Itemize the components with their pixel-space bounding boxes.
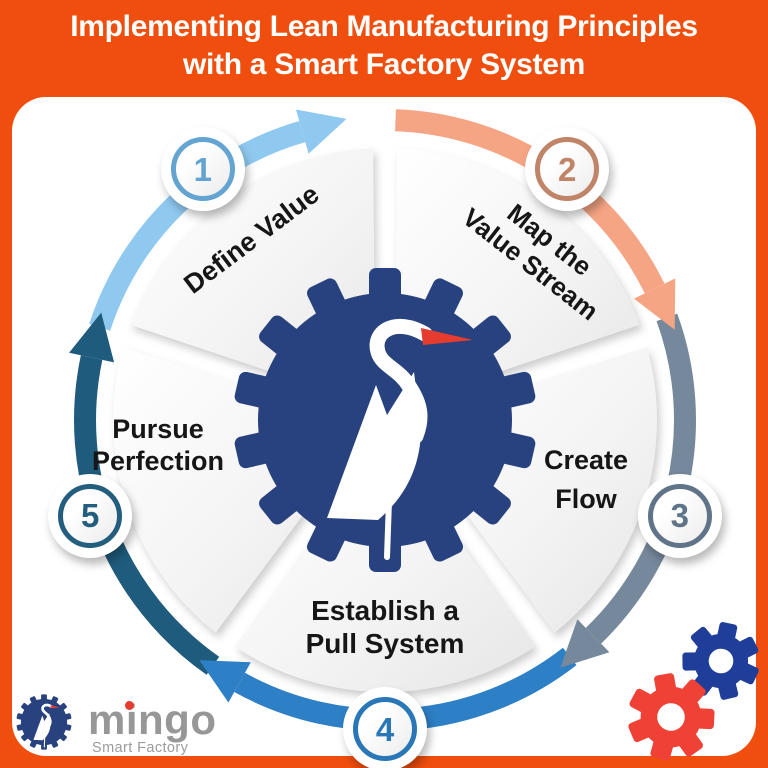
decor-gear-blue-icon bbox=[674, 615, 768, 708]
step-5-badge: 5 bbox=[48, 473, 133, 558]
step-1-badge: 1 bbox=[160, 127, 245, 212]
infographic-title: Implementing Lean Manufacturing Principl… bbox=[0, 8, 768, 84]
step-3-badge: 3 bbox=[637, 473, 722, 558]
step-3-label: Create Flow bbox=[543, 444, 629, 514]
mingo-gear-icon bbox=[16, 694, 72, 750]
decor-gear-red-icon bbox=[619, 666, 723, 768]
flow-arrowhead-step-3 bbox=[560, 619, 610, 668]
step-1-number: 1 bbox=[193, 150, 212, 188]
step-5-label: Pursue Perfection bbox=[91, 414, 225, 476]
step-4-number: 4 bbox=[375, 710, 395, 748]
step-3-ring: 3 bbox=[647, 483, 712, 548]
flow-arc-step-1 bbox=[89, 121, 306, 331]
step-5-number: 5 bbox=[81, 497, 100, 535]
step-4-ring: 4 bbox=[353, 697, 417, 761]
mingo-logo: mingo Smart Factory bbox=[88, 696, 217, 757]
mingo-wordmark: mingo bbox=[88, 696, 217, 743]
flow-arrowhead-step-4 bbox=[199, 660, 251, 703]
mingo-red-dot bbox=[125, 701, 134, 710]
step-2-number: 2 bbox=[558, 150, 577, 188]
step-2-ring: 2 bbox=[535, 137, 600, 202]
mingo-tagline: Smart Factory bbox=[92, 740, 189, 756]
title-line-2: with a Smart Factory System bbox=[182, 48, 586, 81]
flow-arrowhead-step-5 bbox=[69, 312, 115, 363]
flow-arrowhead-step-1 bbox=[296, 109, 347, 154]
step-4-label: Establish a Pull System bbox=[305, 594, 465, 659]
step-1-ring: 1 bbox=[170, 137, 235, 202]
step-5-ring: 5 bbox=[58, 483, 123, 548]
step-4-badge: 4 bbox=[343, 687, 427, 768]
step-3-number: 3 bbox=[670, 497, 689, 535]
flow-arrowhead-step-2 bbox=[633, 278, 676, 330]
step-2-badge: 2 bbox=[525, 127, 610, 212]
title-line-1: Implementing Lean Manufacturing Principl… bbox=[70, 10, 698, 43]
